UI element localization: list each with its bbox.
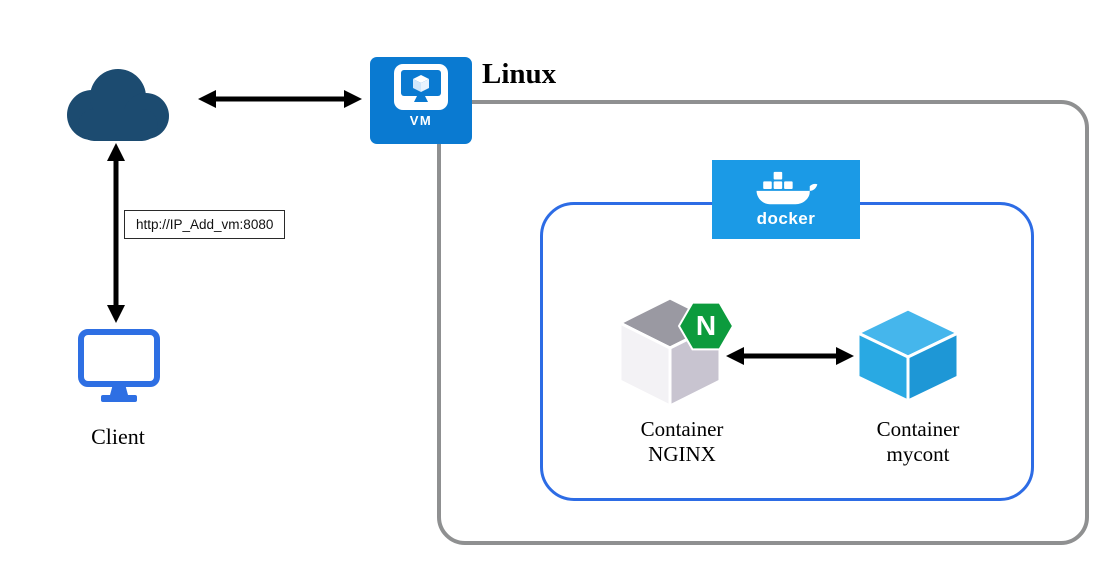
mycont-label-line2: mycont <box>886 442 950 466</box>
linux-label: Linux <box>482 58 557 90</box>
nginx-hexagon-badge <box>677 301 735 351</box>
docker-label: docker <box>756 209 816 228</box>
containers-arrow <box>726 347 854 365</box>
internet-cloud-icon <box>67 69 169 141</box>
url-label-box: http://IP_Add_vm:8080 <box>124 210 286 239</box>
client-label: Client <box>91 424 145 449</box>
nginx-badge-letter: N <box>695 310 717 341</box>
docker-logo-box: docker <box>712 160 860 239</box>
docker-whale-icon <box>756 171 818 205</box>
mycont-container-label: Container mycont <box>836 417 1000 467</box>
nginx-label-line1: Container <box>640 417 724 441</box>
vm-monitor-icon <box>394 64 448 110</box>
monitor-cube-icon <box>401 70 441 102</box>
mycont-label-line1: Container <box>876 417 960 441</box>
vm-node: VM <box>370 57 472 144</box>
cloud-client-arrow <box>107 143 125 323</box>
url-label: http://IP_Add_vm:8080 <box>136 217 274 232</box>
cloud-vm-arrow <box>198 90 362 108</box>
nginx-container-icon <box>618 296 735 408</box>
mycont-container-icon <box>856 307 960 403</box>
nginx-container-label: Container NGINX <box>598 417 766 467</box>
client-monitor-icon <box>78 329 160 402</box>
vm-label: VM <box>409 113 433 128</box>
nginx-label-line2: NGINX <box>648 442 716 466</box>
